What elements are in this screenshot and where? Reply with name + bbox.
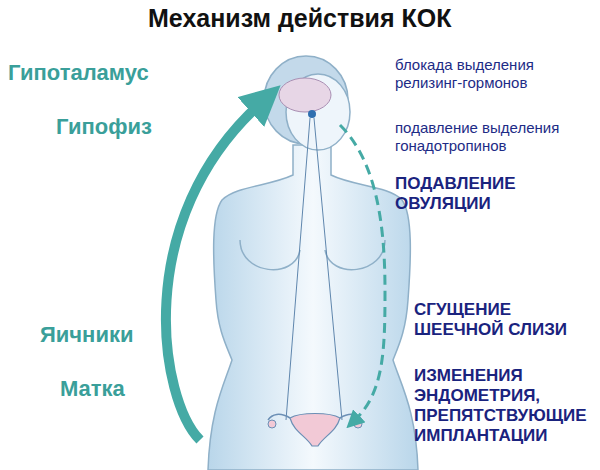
pituitary bbox=[308, 110, 316, 118]
feedback-arc bbox=[166, 102, 262, 440]
effect-heading: ИЗМЕНЕНИЯ ЭНДОМЕТРИЯ, ПРЕПЯТСТВУЮЩИЕ ИМП… bbox=[414, 366, 596, 446]
breast-outline bbox=[240, 240, 385, 270]
organ-label: Гипофиз bbox=[56, 114, 152, 140]
effect-note: блокада выделения релизинг-гормонов bbox=[395, 56, 595, 92]
effect-heading: ПОДАВЛЕНИЕ ОВУЛЯЦИИ bbox=[395, 174, 595, 214]
ovary bbox=[354, 420, 362, 428]
ovary bbox=[268, 420, 276, 428]
organ-label: Матка bbox=[60, 376, 125, 402]
uterus bbox=[290, 414, 340, 447]
hormone-lines bbox=[286, 118, 342, 420]
body-silhouette bbox=[208, 145, 418, 470]
effect-note: подавление выделения гонадотропинов bbox=[395, 119, 595, 155]
organ-label: Яичники bbox=[40, 322, 133, 348]
effect-heading: СГУЩЕНИЕ ШЕЕЧНОЙ СЛИЗИ bbox=[414, 300, 596, 340]
fallopian-tubes bbox=[268, 414, 362, 420]
diagram-title: Механизм действия КОК bbox=[148, 4, 451, 33]
organ-label: Гипоталамус bbox=[8, 60, 149, 86]
action-arc bbox=[340, 125, 385, 420]
brain bbox=[279, 78, 331, 112]
